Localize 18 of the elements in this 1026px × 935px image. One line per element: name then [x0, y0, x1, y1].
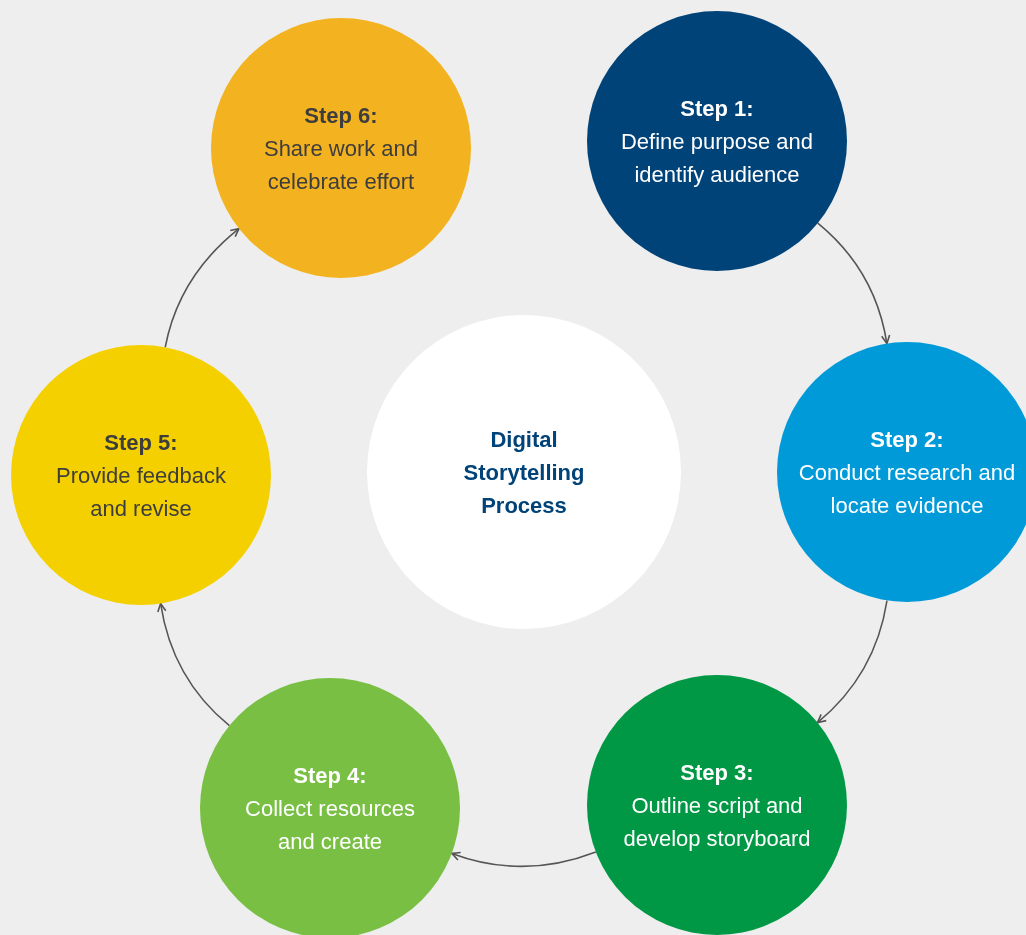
arrow: [816, 599, 888, 724]
step-heading: Step 2:: [870, 425, 944, 454]
step-description: Provide feedback and revise: [55, 461, 227, 523]
step-heading: Step 5:: [104, 428, 178, 457]
step-heading: Step 6:: [304, 101, 378, 130]
step-description: Define purpose and identify audience: [620, 127, 814, 189]
step-description: Collect resources and create: [244, 794, 416, 856]
step-description: Conduct research and locate evidence: [797, 458, 1017, 520]
arrow: [817, 222, 891, 345]
arrow: [164, 227, 240, 349]
step-heading: Step 4:: [293, 761, 367, 790]
circle-title: Digital Storytelling Process: [462, 425, 586, 520]
step-description: Share work and celebrate effort: [262, 134, 420, 196]
step-heading: Step 3:: [680, 758, 754, 787]
arrow: [157, 602, 231, 727]
step-heading: Step 1:: [680, 94, 754, 123]
step-description: Outline script and develop storyboard: [622, 791, 812, 853]
arrow: [451, 851, 597, 868]
